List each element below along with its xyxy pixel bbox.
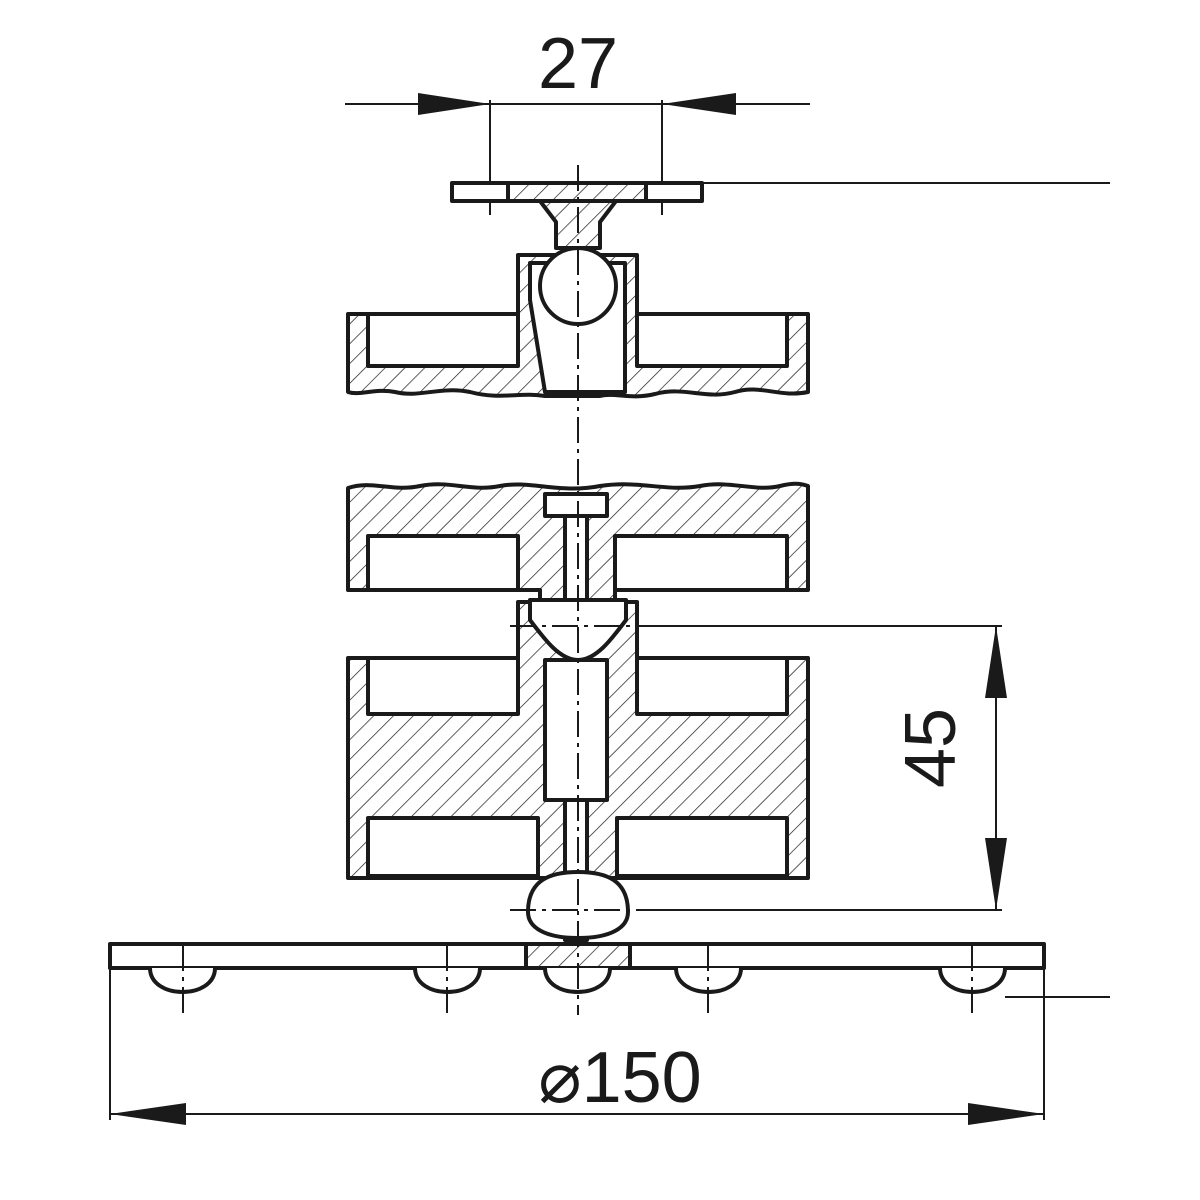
bottom-slot-upper-left (366, 656, 520, 716)
bottom-slot-upper-right (635, 656, 789, 716)
dimension-45: 45 (640, 625, 1007, 911)
middle-slot-left (366, 534, 520, 592)
arrow-head (985, 626, 1007, 698)
bolt-sleeve (543, 658, 609, 802)
bolt-head (543, 492, 609, 518)
arrow-head (662, 93, 736, 115)
upper-slot-right (635, 312, 789, 368)
base-plate (108, 942, 1110, 998)
bottom-slot-lower-right (615, 816, 789, 878)
arrow-head (110, 1103, 186, 1125)
upper-slot-left (366, 312, 520, 368)
dimension-label-45: 45 (891, 708, 971, 788)
arrow-head (968, 1103, 1044, 1125)
upper-block (346, 246, 810, 399)
top-flange (450, 181, 1110, 250)
lower-block (346, 481, 810, 942)
arrow-head (418, 93, 490, 115)
ball-joint-bottom (526, 870, 630, 940)
dimension-label-27: 27 (538, 24, 618, 104)
dimension-label-150: ⌀150 (538, 1038, 701, 1118)
dimension-27: 27 (345, 24, 810, 215)
bottom-slot-lower-left (366, 816, 540, 878)
middle-slot-right (613, 534, 789, 592)
center-lines (182, 165, 973, 1015)
arrow-head (985, 838, 1007, 910)
dimension-150: ⌀150 (109, 968, 1045, 1125)
